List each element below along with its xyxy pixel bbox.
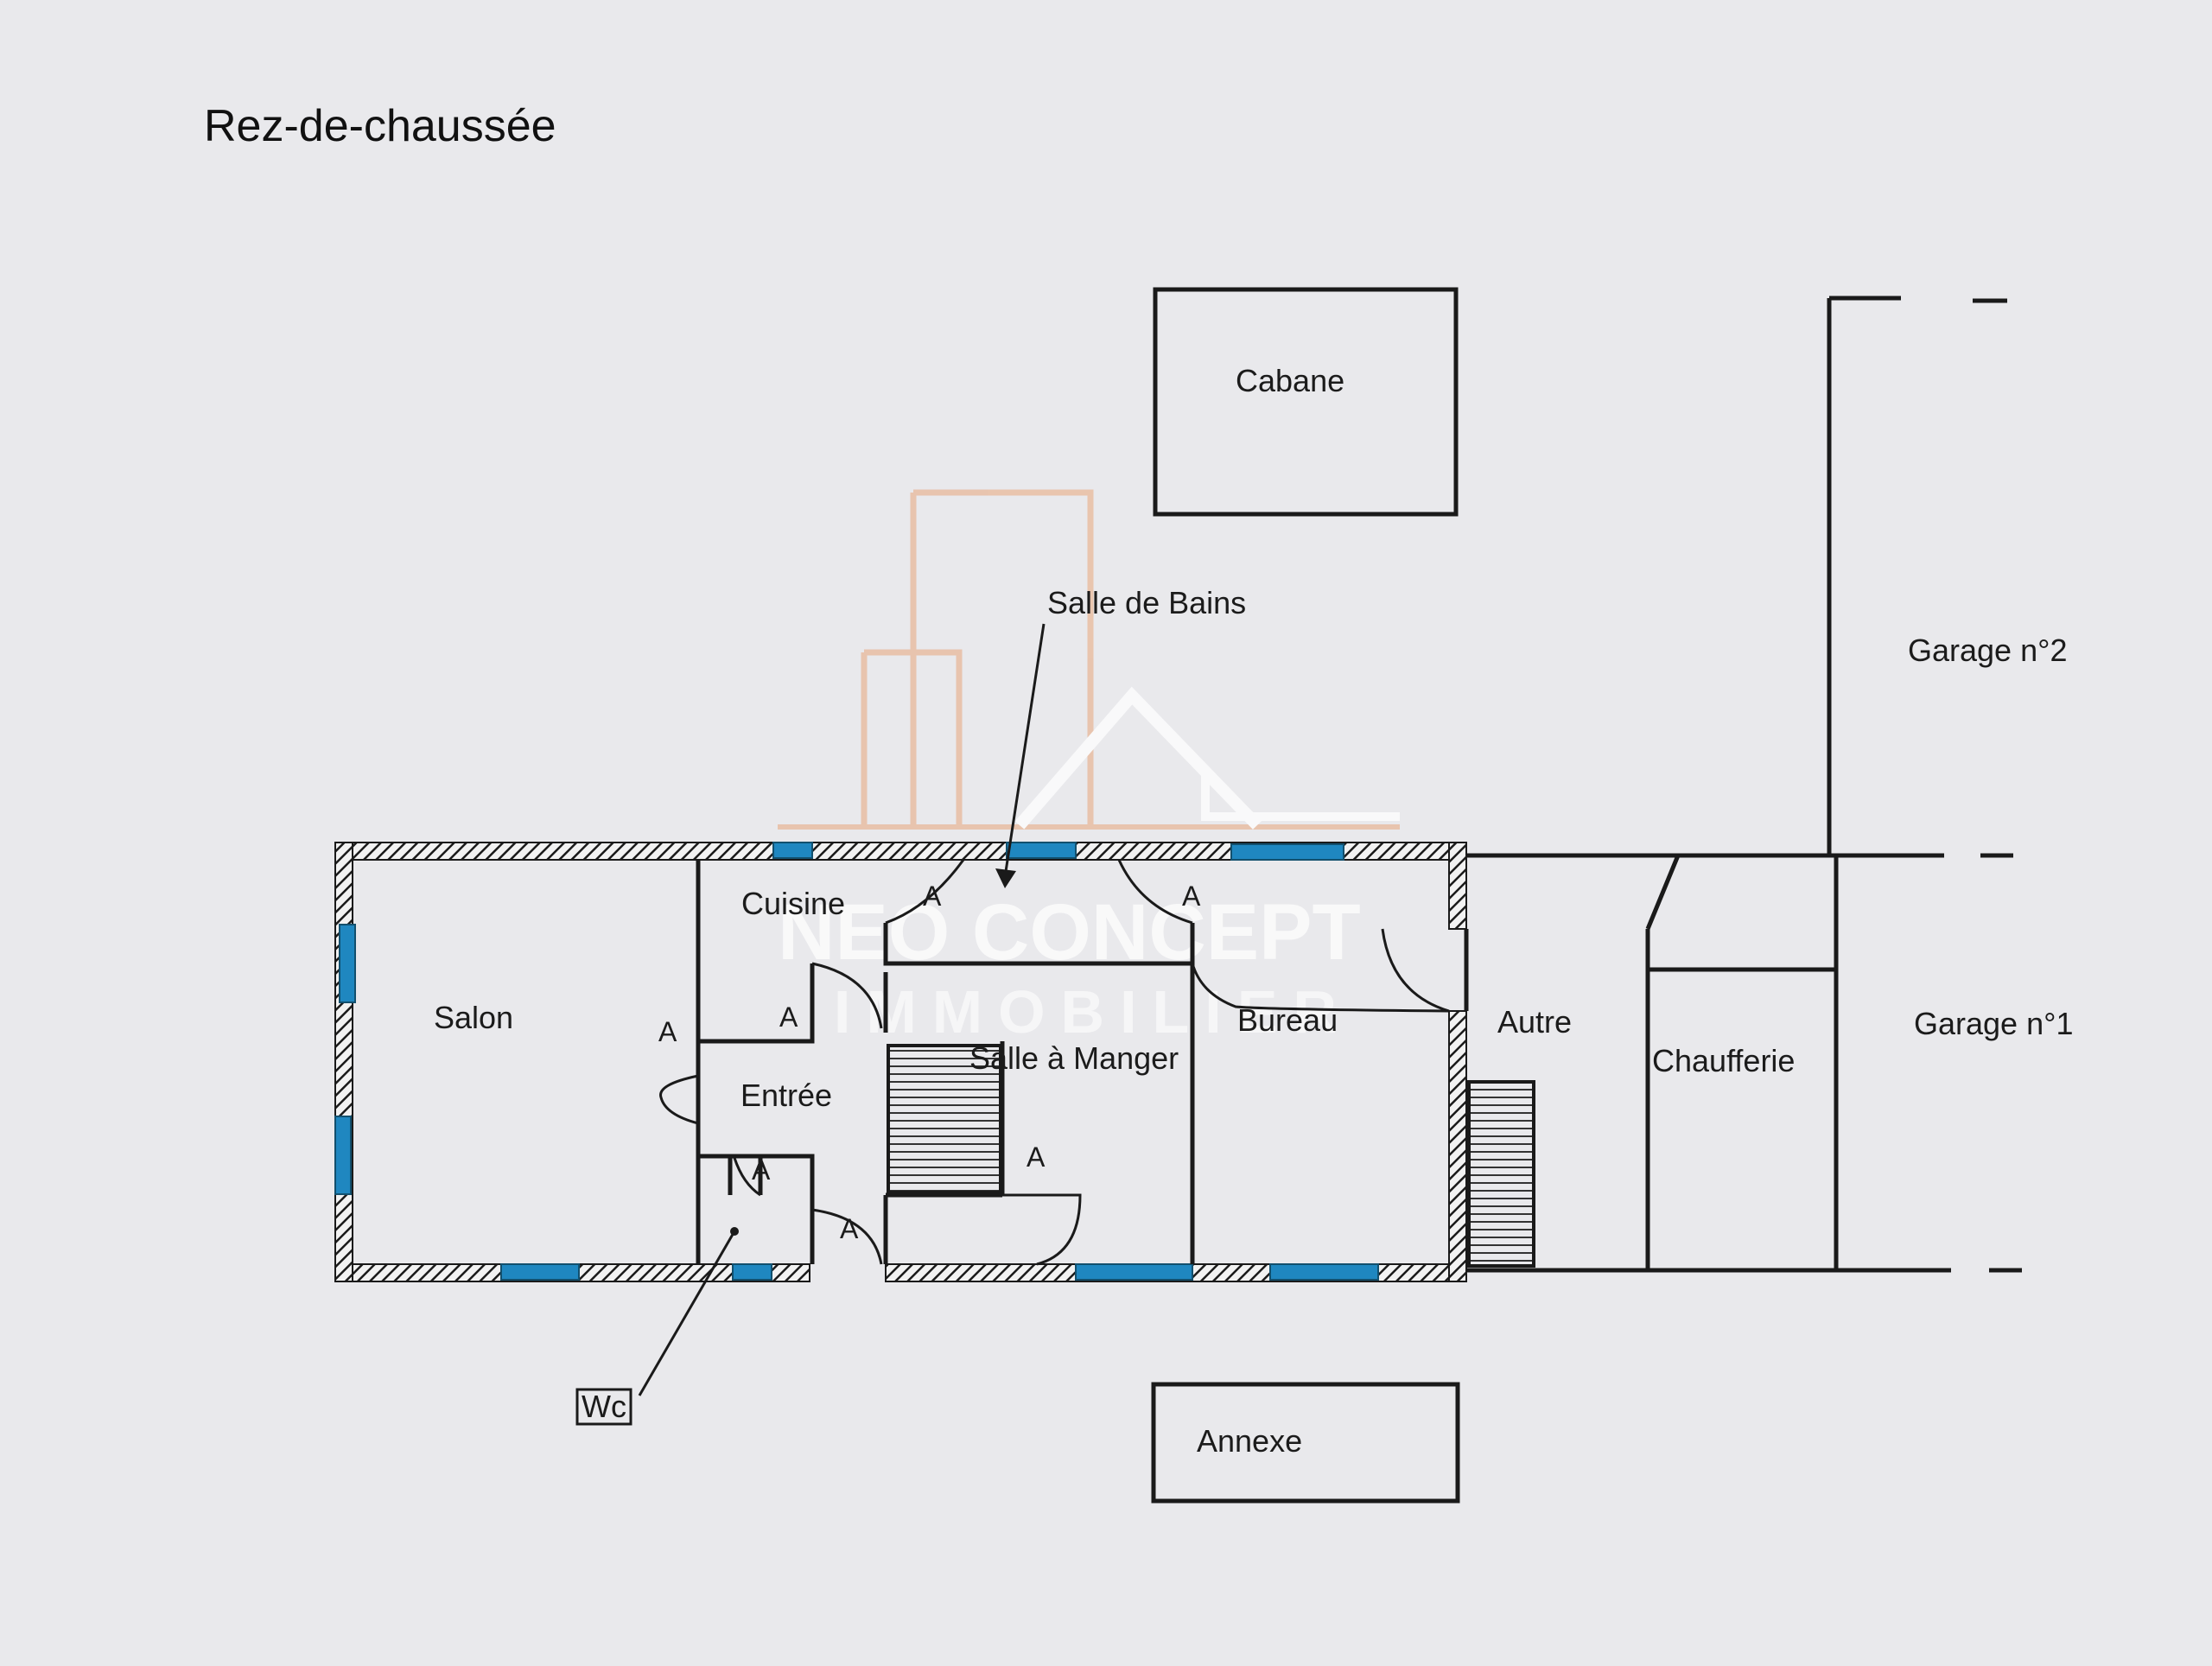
room-label-annexe: Annexe xyxy=(1197,1423,1302,1459)
room-label-salon: Salon xyxy=(434,1000,513,1035)
cabane-outline xyxy=(1153,287,1459,517)
room-label-cabane: Cabane xyxy=(1236,363,1344,398)
door-swings xyxy=(659,859,1450,1266)
wc-pointer-dot xyxy=(730,1227,739,1236)
room-label-wc: Wc xyxy=(582,1389,626,1424)
door-marker: A xyxy=(779,1002,798,1033)
room-label-garage-1: Garage n°1 xyxy=(1914,1006,2074,1041)
door-marker: A xyxy=(1027,1141,1046,1173)
door-marker: A xyxy=(752,1154,771,1186)
room-label-entree: Entrée xyxy=(741,1078,832,1113)
salle-de-bains-arrowhead xyxy=(995,868,1016,888)
room-label-salle-a-manger: Salle à Manger xyxy=(969,1040,1179,1076)
staircase-main xyxy=(887,1044,1002,1194)
salle-de-bains-pointer xyxy=(1003,623,1046,878)
watermark-line2: IMMOBILIER xyxy=(834,978,1352,1046)
door-marker: A xyxy=(840,1213,859,1244)
room-label-salle-de-bains: Salle de Bains xyxy=(1047,585,1246,620)
annexe-outline xyxy=(1151,1382,1460,1504)
room-label-autre: Autre xyxy=(1497,1004,1572,1040)
wc-label-box xyxy=(575,1388,632,1426)
staircase-autre xyxy=(1467,1080,1535,1268)
wc-pointer xyxy=(638,1230,736,1396)
plan-title: Rez-de-chaussée xyxy=(204,101,556,151)
garage-lines xyxy=(1460,296,2022,1273)
door-marker: A xyxy=(658,1016,677,1047)
room-label-garage-2: Garage n°2 xyxy=(1908,633,2068,668)
room-label-chaufferie: Chaufferie xyxy=(1652,1043,1795,1078)
door-marker: A xyxy=(923,881,942,912)
watermark-logo xyxy=(778,489,1400,830)
windows xyxy=(334,842,1379,1281)
door-marker: A xyxy=(1182,881,1201,912)
room-label-cuisine: Cuisine xyxy=(741,886,845,921)
room-label-bureau: Bureau xyxy=(1237,1002,1338,1038)
